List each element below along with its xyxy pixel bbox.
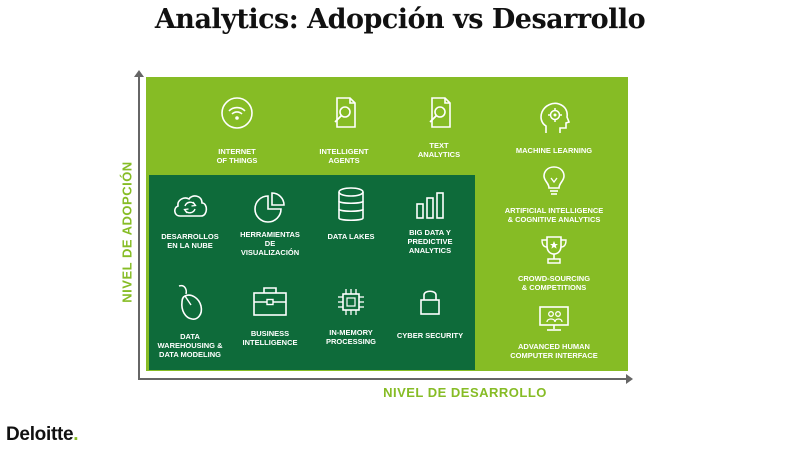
item-text-analytics: TEXT ANALYTICS [399,95,479,159]
y-axis-arrow [134,70,144,77]
item-machine-learning: MACHINE LEARNING [492,100,616,155]
item-herramientas-visualizacion: HERRAMIENTAS DE VISUALIZACIÓN [230,190,310,257]
y-axis-line [138,74,140,380]
item-big-data: BIG DATA Y PREDICTIVE ANALYTICS [390,190,470,255]
item-advanced-hci: ADVANCED HUMAN COMPUTER INTERFACE [492,304,616,360]
item-label: MACHINE LEARNING [515,146,593,155]
monitor-users-icon [539,306,569,331]
item-in-memory-processing: IN-MEMORY PROCESSING [311,286,391,346]
lock-icon [420,290,440,315]
mouse-icon [178,284,203,320]
item-cyber-security: CYBER SECURITY [390,286,470,340]
x-axis-arrow [626,374,633,384]
item-label: DESARROLLOS EN LA NUBE [161,232,219,250]
item-artificial-intelligence: ARTIFICIAL INTELLIGENCE & COGNITIVE ANAL… [492,164,616,224]
logo-text: Deloitte [6,424,74,445]
item-label: TEXT ANALYTICS [417,141,461,159]
x-axis-label: NIVEL DE DESARROLLO [383,385,547,400]
cloud-sync-icon [174,195,208,217]
head-gear-icon [540,102,571,133]
item-business-intelligence: BUSINESS INTELLIGENCE [230,284,310,347]
chip-icon [338,289,364,315]
document-search-icon [429,97,451,128]
item-crowd-sourcing: CROWD-SOURCING & COMPETITIONS [492,234,616,292]
item-label: DATA LAKES [327,232,375,241]
logo-dot: . [73,424,79,445]
lightbulb-icon [543,166,565,195]
item-label: IN-MEMORY PROCESSING [325,328,376,346]
item-desarrollos-nube: DESARROLLOS EN LA NUBE [150,190,230,250]
y-axis-label: NIVEL DE ADOPCIÓN [119,161,135,303]
item-label: ARTIFICIAL INTELLIGENCE & COGNITIVE ANAL… [504,206,604,224]
deloitte-logo: Deloitte. [6,424,79,446]
item-intelligent-agents: INTELLIGENT AGENTS [304,95,384,165]
trophy-icon [541,236,567,264]
item-label: ADVANCED HUMAN COMPUTER INTERFACE [510,342,598,360]
item-label: BIG DATA Y PREDICTIVE ANALYTICS [407,228,453,255]
item-data-lakes: DATA LAKES [311,186,391,241]
high-development-region [149,175,475,370]
item-label: CROWD-SOURCING & COMPETITIONS [517,274,591,292]
briefcase-icon [253,287,287,316]
bar-chart-icon [416,192,444,219]
item-data-warehousing: DATA WAREHOUSING & DATA MODELING [150,282,230,359]
wifi-icon [221,97,253,129]
x-axis-line [138,378,628,380]
document-search-icon [334,97,356,128]
item-label: BUSINESS INTELLIGENCE [242,329,298,347]
pie-chart-icon [254,192,285,223]
item-label: HERRAMIENTAS DE VISUALIZACIÓN [240,230,300,257]
page-title: Analytics: Adopción vs Desarrollo [154,4,646,35]
item-label: INTERNET OF THINGS [216,147,258,165]
item-label: CYBER SECURITY [396,331,464,340]
item-label: DATA WAREHOUSING & DATA MODELING [157,332,223,359]
item-internet-of-things: INTERNET OF THINGS [197,95,277,165]
item-label: INTELLIGENT AGENTS [319,147,369,165]
database-icon [338,187,364,222]
